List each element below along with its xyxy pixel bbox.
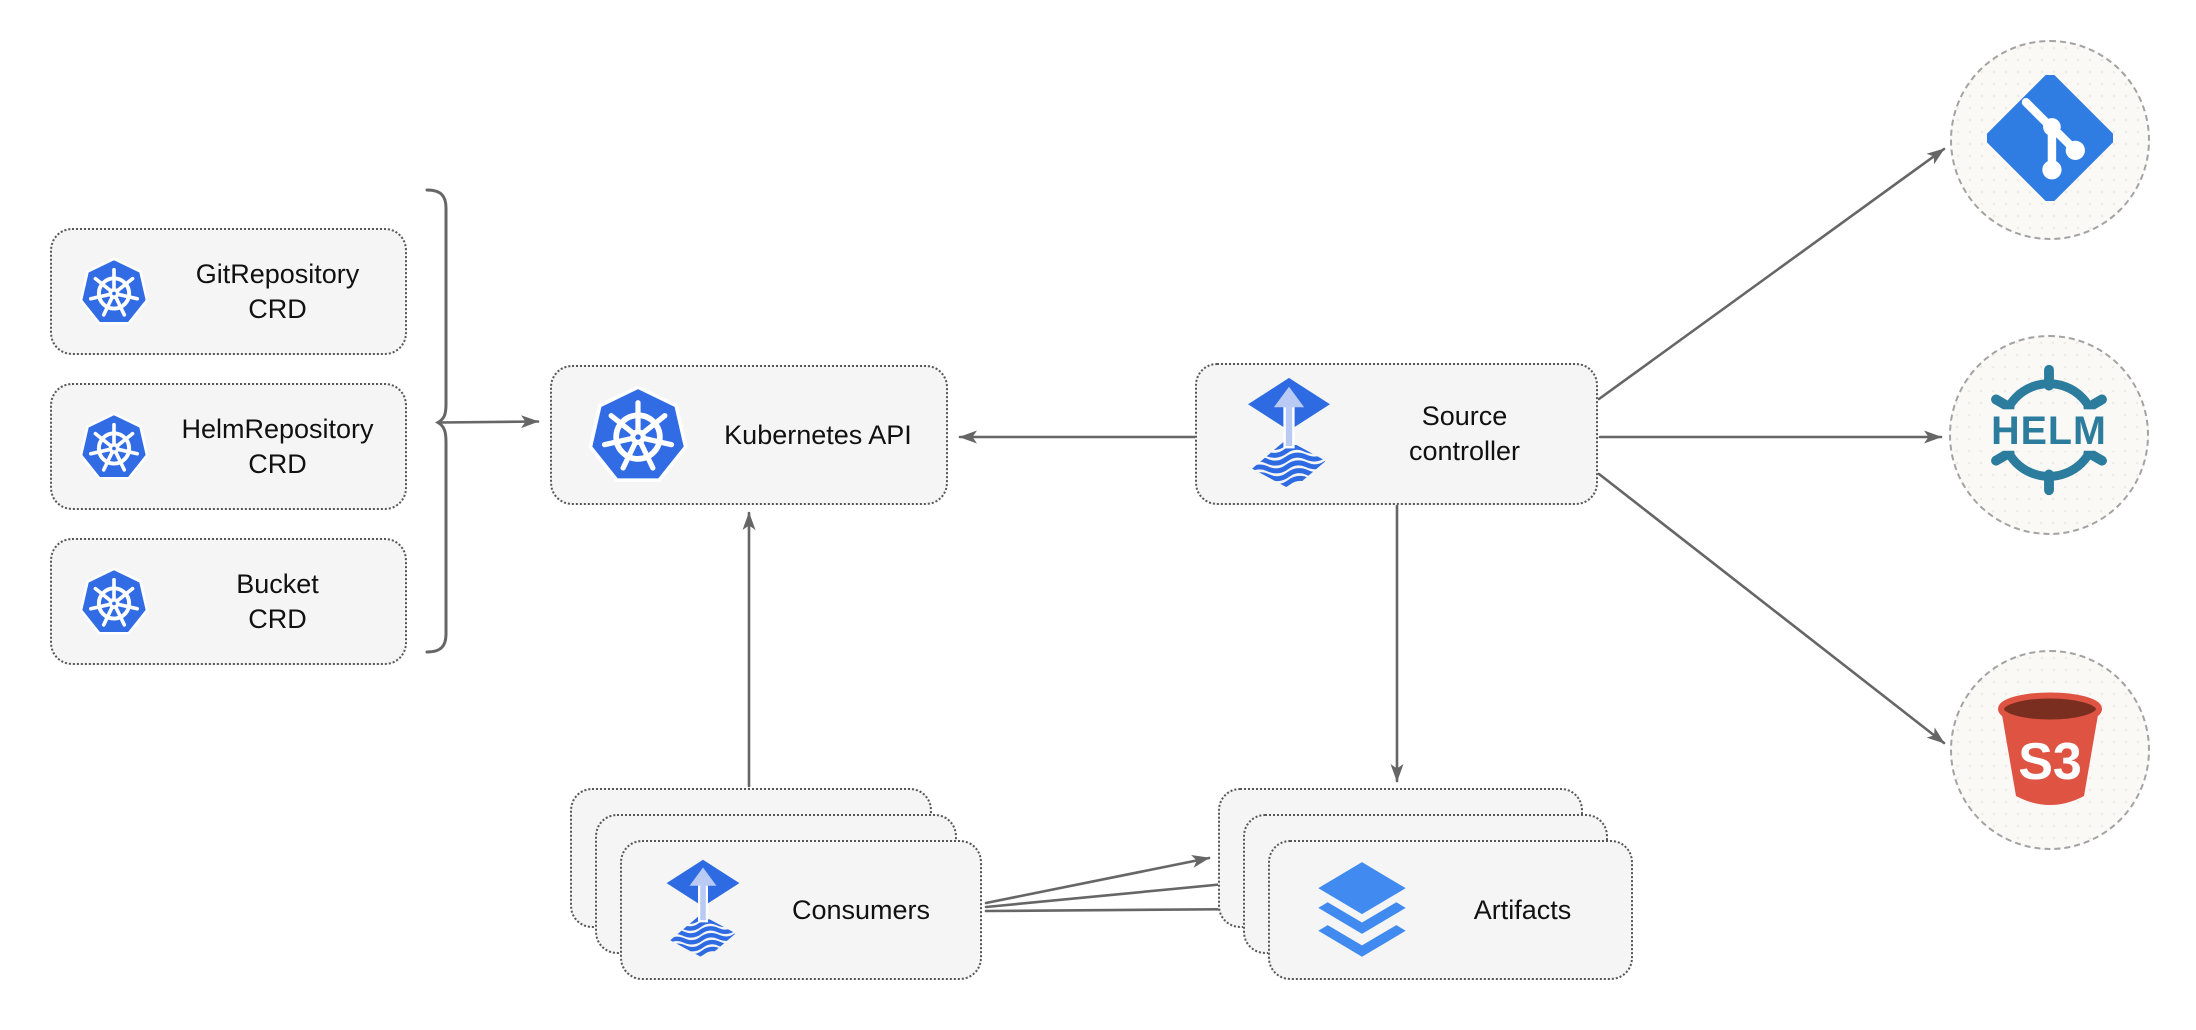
- helmrepository-crd-node: HelmRepository CRD: [50, 383, 407, 510]
- kubernetes-icon: [78, 566, 150, 638]
- kubernetes-icon: [586, 383, 690, 487]
- flux-icon: [664, 857, 742, 963]
- edge-sc-to-s3: [1597, 472, 1946, 745]
- layers-icon: [1310, 858, 1414, 962]
- consumers-node: Consumers: [620, 840, 982, 980]
- s3-label: S3: [2018, 733, 2082, 791]
- flux-icon: [1245, 375, 1333, 494]
- git-icon: [1985, 72, 2115, 206]
- edge-consumers-to-artifacts-2: [984, 878, 1237, 909]
- helm-icon: HELM: [1975, 359, 2123, 512]
- kubernetes-icon: [78, 411, 150, 483]
- s3-source-circle: S3: [1950, 650, 2150, 850]
- node-label: GitRepository CRD: [195, 258, 360, 324]
- gitrepository-crd-node: GitRepository CRD: [50, 228, 407, 355]
- edge-consumers-to-artifacts-1: [984, 854, 1211, 905]
- source-controller-node: Source controller: [1195, 363, 1598, 505]
- node-label: Consumers: [791, 894, 931, 925]
- git-source-circle: [1950, 40, 2150, 240]
- node-label: Kubernetes API: [724, 419, 912, 450]
- s3-bucket-icon: S3: [1989, 683, 2111, 818]
- node-label: HelmRepository CRD: [181, 413, 374, 479]
- kubernetes-icon: [78, 256, 150, 328]
- artifacts-node: Artifacts: [1268, 840, 1633, 980]
- helm-label: HELM: [1991, 408, 2107, 452]
- helm-source-circle: HELM: [1949, 335, 2149, 535]
- edge-crds-to-k8sapi: [439, 415, 540, 429]
- node-label: Bucket CRD: [236, 568, 319, 634]
- edge-consumers-to-artifacts-3: [984, 902, 1261, 916]
- bucket-crd-node: Bucket CRD: [50, 538, 407, 665]
- node-label: Artifacts: [1473, 894, 1572, 925]
- crd-bracket: [425, 188, 448, 654]
- edge-sc-to-git: [1597, 147, 1946, 401]
- kubernetes-api-node: Kubernetes API: [550, 365, 948, 505]
- node-label: Source controller: [1408, 401, 1521, 466]
